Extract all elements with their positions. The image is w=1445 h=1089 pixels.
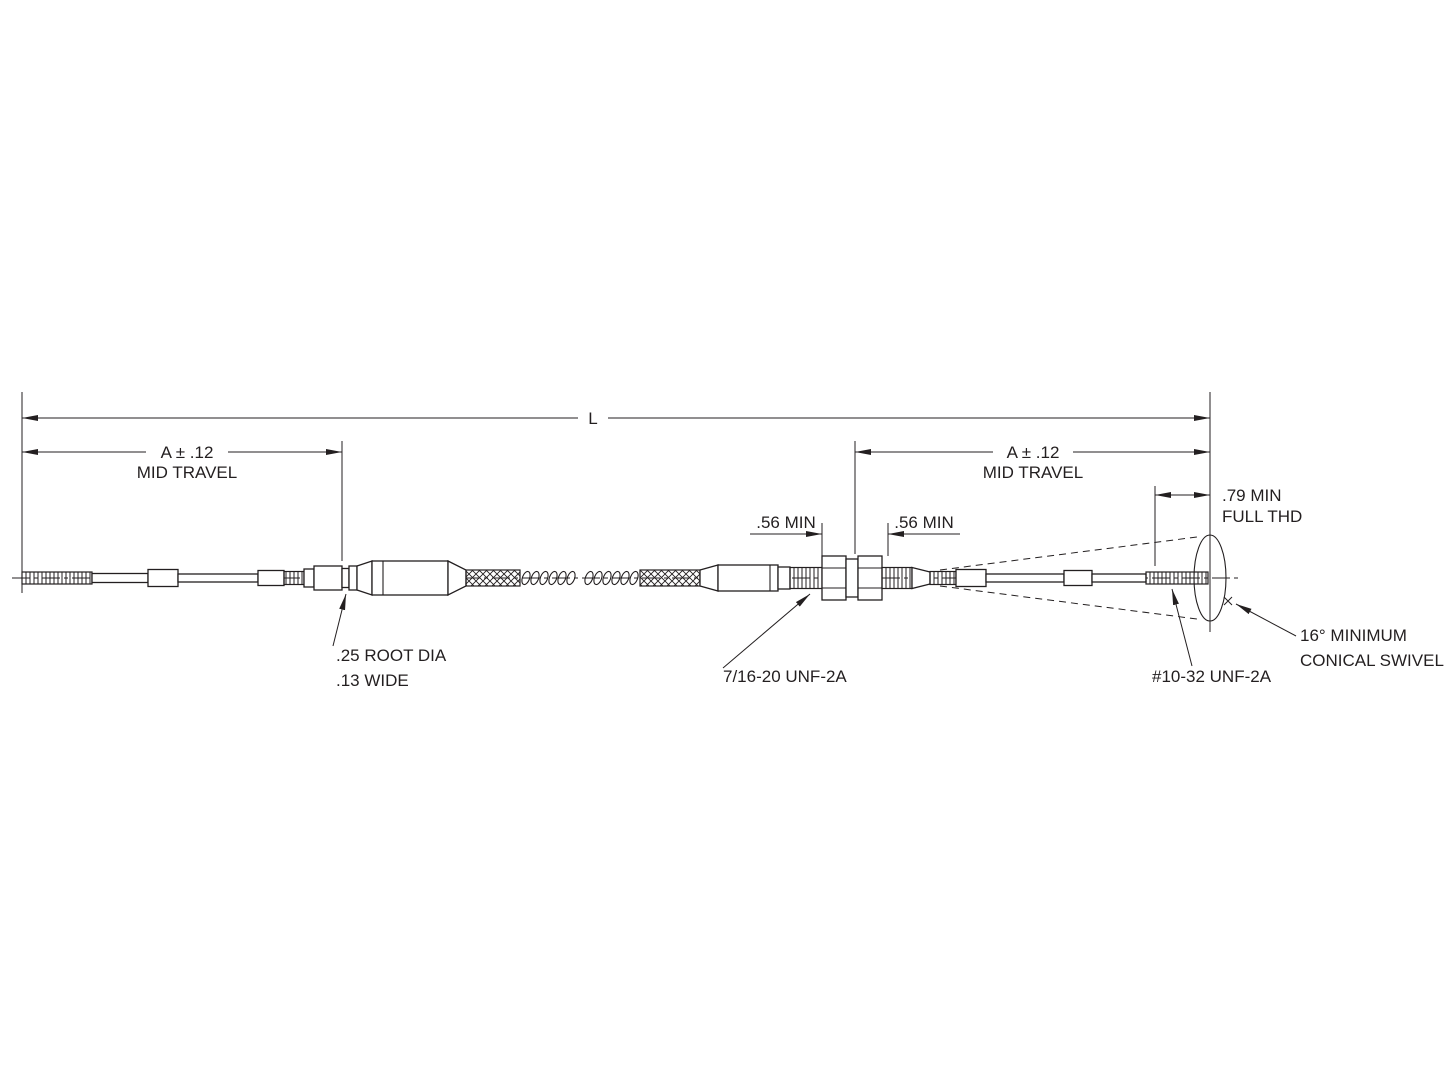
callout-root-groove-line2: .13 WIDE <box>336 671 409 690</box>
leader-line <box>332 593 347 647</box>
bulkhead-shoulder <box>777 566 791 590</box>
bulkhead-washer <box>845 558 859 598</box>
callout-root-groove-line1: .25 ROOT DIA <box>336 646 447 665</box>
braided-conduit-left <box>465 569 521 587</box>
swivel-angle-mark <box>1223 596 1233 606</box>
bulkhead-thread-left <box>789 566 823 590</box>
dim-mid-travel-left-label: MID TRAVEL <box>137 463 237 482</box>
left-thread-section <box>283 570 305 586</box>
dim-thread-min-right-label: .56 MIN <box>894 513 954 532</box>
swivel-cone-line-bottom <box>939 585 1198 620</box>
callout-conical-swivel-line2: CONICAL SWIVEL <box>1300 651 1444 670</box>
callout-root-groove: .25 ROOT DIA .13 WIDE <box>332 593 447 690</box>
callout-bulkhead-thread-label: 7/16-20 UNF-2A <box>723 667 847 686</box>
taper-up-left <box>356 560 373 596</box>
callout-conical-swivel: 16° MINIMUM CONICAL SWIVEL <box>1235 603 1444 670</box>
leader-line <box>1235 603 1297 637</box>
conduit-end-fitting-left <box>371 560 449 596</box>
swivel-cone-line-top <box>939 536 1198 571</box>
left-sleeve-2 <box>257 569 285 587</box>
leader-line <box>722 593 811 669</box>
dim-overall-length-label: L <box>588 409 597 428</box>
right-sleeve <box>955 568 987 588</box>
hex-nut-left <box>821 555 847 601</box>
taper-down-right <box>911 566 931 590</box>
cable-coil-left <box>521 570 576 586</box>
left-swage-sleeve <box>147 568 179 588</box>
left-threaded-rod <box>21 571 93 585</box>
extension-lines <box>21 392 1211 632</box>
callout-bulkhead-thread: 7/16-20 UNF-2A <box>722 593 847 686</box>
right-threaded-rod <box>1145 571 1209 585</box>
left-rod <box>91 572 149 584</box>
cable-coil-right <box>584 570 639 586</box>
dimension-thread-min-left: .56 MIN <box>750 513 822 537</box>
left-step <box>303 568 315 588</box>
dimension-overall-length: L <box>22 409 1210 428</box>
braided-conduit-right <box>639 569 701 587</box>
left-inner-rod <box>177 573 259 583</box>
groove-fitting-right <box>348 565 358 591</box>
callout-rod-end-thread: #10-32 UNF-2A <box>1152 588 1272 686</box>
right-swage-sleeve <box>1063 569 1093 587</box>
groove-fitting-left <box>313 565 343 591</box>
dim-mid-travel-right-label: MID TRAVEL <box>983 463 1083 482</box>
dim-mid-travel-left-value: A ± .12 <box>161 443 214 462</box>
dimension-full-thd: .79 MIN FULL THD <box>1155 486 1302 526</box>
dimension-thread-min-right: .56 MIN <box>888 513 960 537</box>
taper-down-left <box>447 559 467 597</box>
right-inner-rod <box>985 573 1065 583</box>
small-thread-section <box>929 570 957 586</box>
bulkhead-thread-right <box>881 566 913 590</box>
dim-thread-min-left-label: .56 MIN <box>756 513 816 532</box>
cable-body <box>21 555 1209 601</box>
dim-mid-travel-right-value: A ± .12 <box>1007 443 1060 462</box>
root-groove <box>341 567 350 589</box>
right-rod <box>1091 573 1147 583</box>
bulkhead-body <box>717 564 779 592</box>
leader-line <box>1171 588 1193 667</box>
hex-nut-right <box>857 555 883 601</box>
dimension-mid-travel-right: A ± .12 MID TRAVEL <box>855 443 1210 482</box>
dim-full-thd-label: FULL THD <box>1222 507 1302 526</box>
dimension-mid-travel-left: A ± .12 MID TRAVEL <box>22 443 342 482</box>
dim-full-thd-value: .79 MIN <box>1222 486 1282 505</box>
callout-rod-end-thread-label: #10-32 UNF-2A <box>1152 667 1272 686</box>
taper-up-right <box>699 564 719 592</box>
callout-conical-swivel-line1: 16° MINIMUM <box>1300 626 1407 645</box>
